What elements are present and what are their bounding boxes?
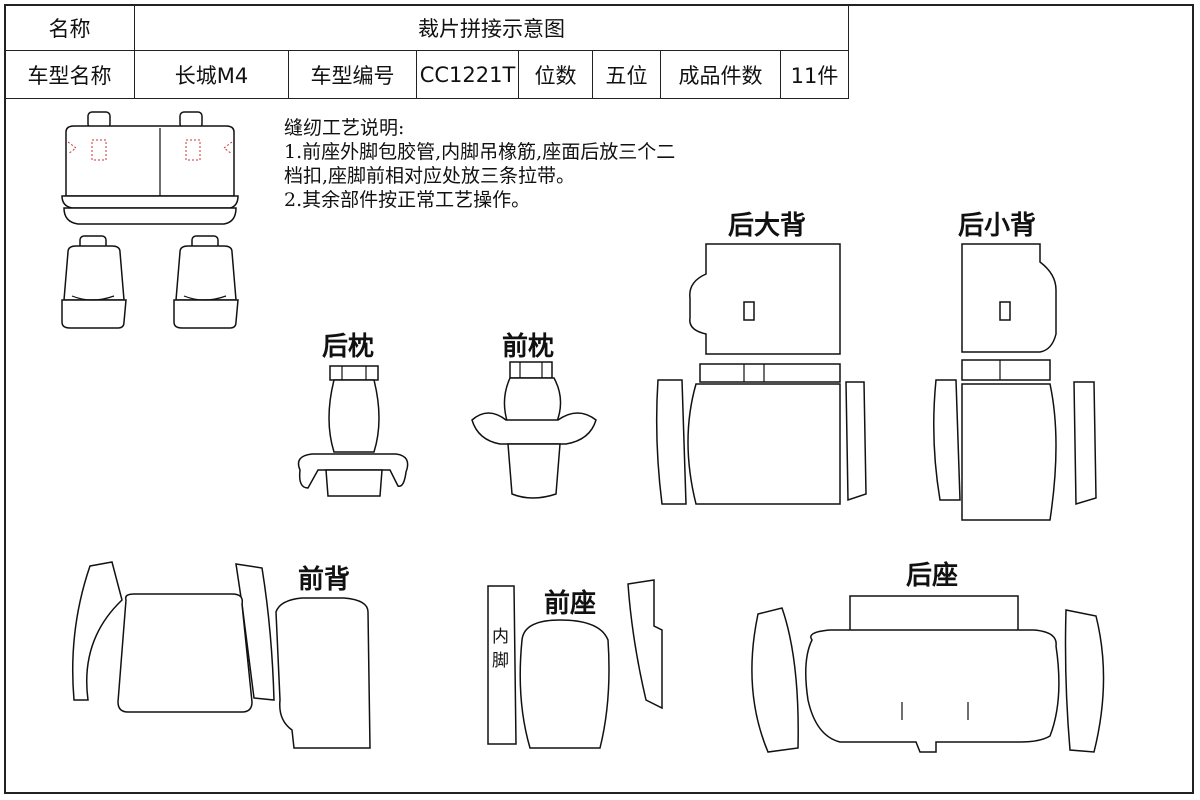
doc-title: 裁片拼接示意图 xyxy=(134,4,849,51)
front-left-seat-sketch xyxy=(61,235,127,329)
rear-headrest-label: 后枕 xyxy=(322,332,374,362)
model-code-label: 车型编号 xyxy=(288,50,417,99)
rear-headrest-pieces: 后枕 xyxy=(297,332,409,497)
seat-count-label: 位数 xyxy=(518,50,593,99)
model-name: 长城M4 xyxy=(134,50,289,99)
rear-bench-sketch xyxy=(61,111,239,225)
model-name-label: 车型名称 xyxy=(4,50,135,99)
rear-seat-label: 后座 xyxy=(906,560,958,591)
front-seat-pieces: 前座 内 脚 内脚 xyxy=(0,0,663,749)
sewing-notes: 缝纫工艺说明: 1.前座外脚包胶管,内脚吊橡筋,座面后放三个二 档扣,座脚前相对… xyxy=(284,116,844,212)
notes-line-3: 2.其余部件按正常工艺操作。 xyxy=(284,189,531,211)
front-back-pieces: 前背 xyxy=(72,561,371,749)
inner-leg-char-2: 脚 xyxy=(492,651,509,671)
rear-big-back-label: 后大背 xyxy=(728,211,806,241)
rear-small-back-label: 后小背 xyxy=(958,211,1036,241)
front-headrest-label: 前枕 xyxy=(502,331,554,362)
notes-heading: 缝纫工艺说明: xyxy=(284,117,405,139)
piece-count: 11件 xyxy=(780,50,849,99)
notes-line-1: 1.前座外脚包胶管,内脚吊橡筋,座面后放三个二 xyxy=(284,141,676,163)
front-back-label: 前背 xyxy=(298,564,350,595)
seat-overview xyxy=(61,111,239,329)
front-right-seat-sketch xyxy=(173,235,239,329)
seat-count: 五位 xyxy=(592,50,661,99)
notes-line-2: 档扣,座脚前相对应处放三条拉带。 xyxy=(284,165,576,187)
rear-seat-pieces: 后座 xyxy=(751,560,1105,753)
model-code: CC1221T xyxy=(416,50,519,99)
spec-table: 名称 裁片拼接示意图 车型名称 长城M4 车型编号 CC1221T 位数 五位 … xyxy=(4,4,849,99)
rear-big-back-pieces: 后大背 xyxy=(655,211,867,505)
piece-count-label: 成品件数 xyxy=(660,50,781,99)
inner-leg-char-1: 内 xyxy=(492,627,509,647)
front-seat-label: 前座 xyxy=(544,588,596,619)
spec-row-info: 车型名称 长城M4 车型编号 CC1221T 位数 五位 成品件数 11件 xyxy=(4,50,849,99)
front-headrest-pieces: 前枕 xyxy=(471,331,597,499)
spec-row-title: 名称 裁片拼接示意图 xyxy=(4,4,849,51)
inner-leg-label: 内脚 xyxy=(0,0,2,1)
rear-small-back-pieces: 后小背 xyxy=(933,211,1097,521)
